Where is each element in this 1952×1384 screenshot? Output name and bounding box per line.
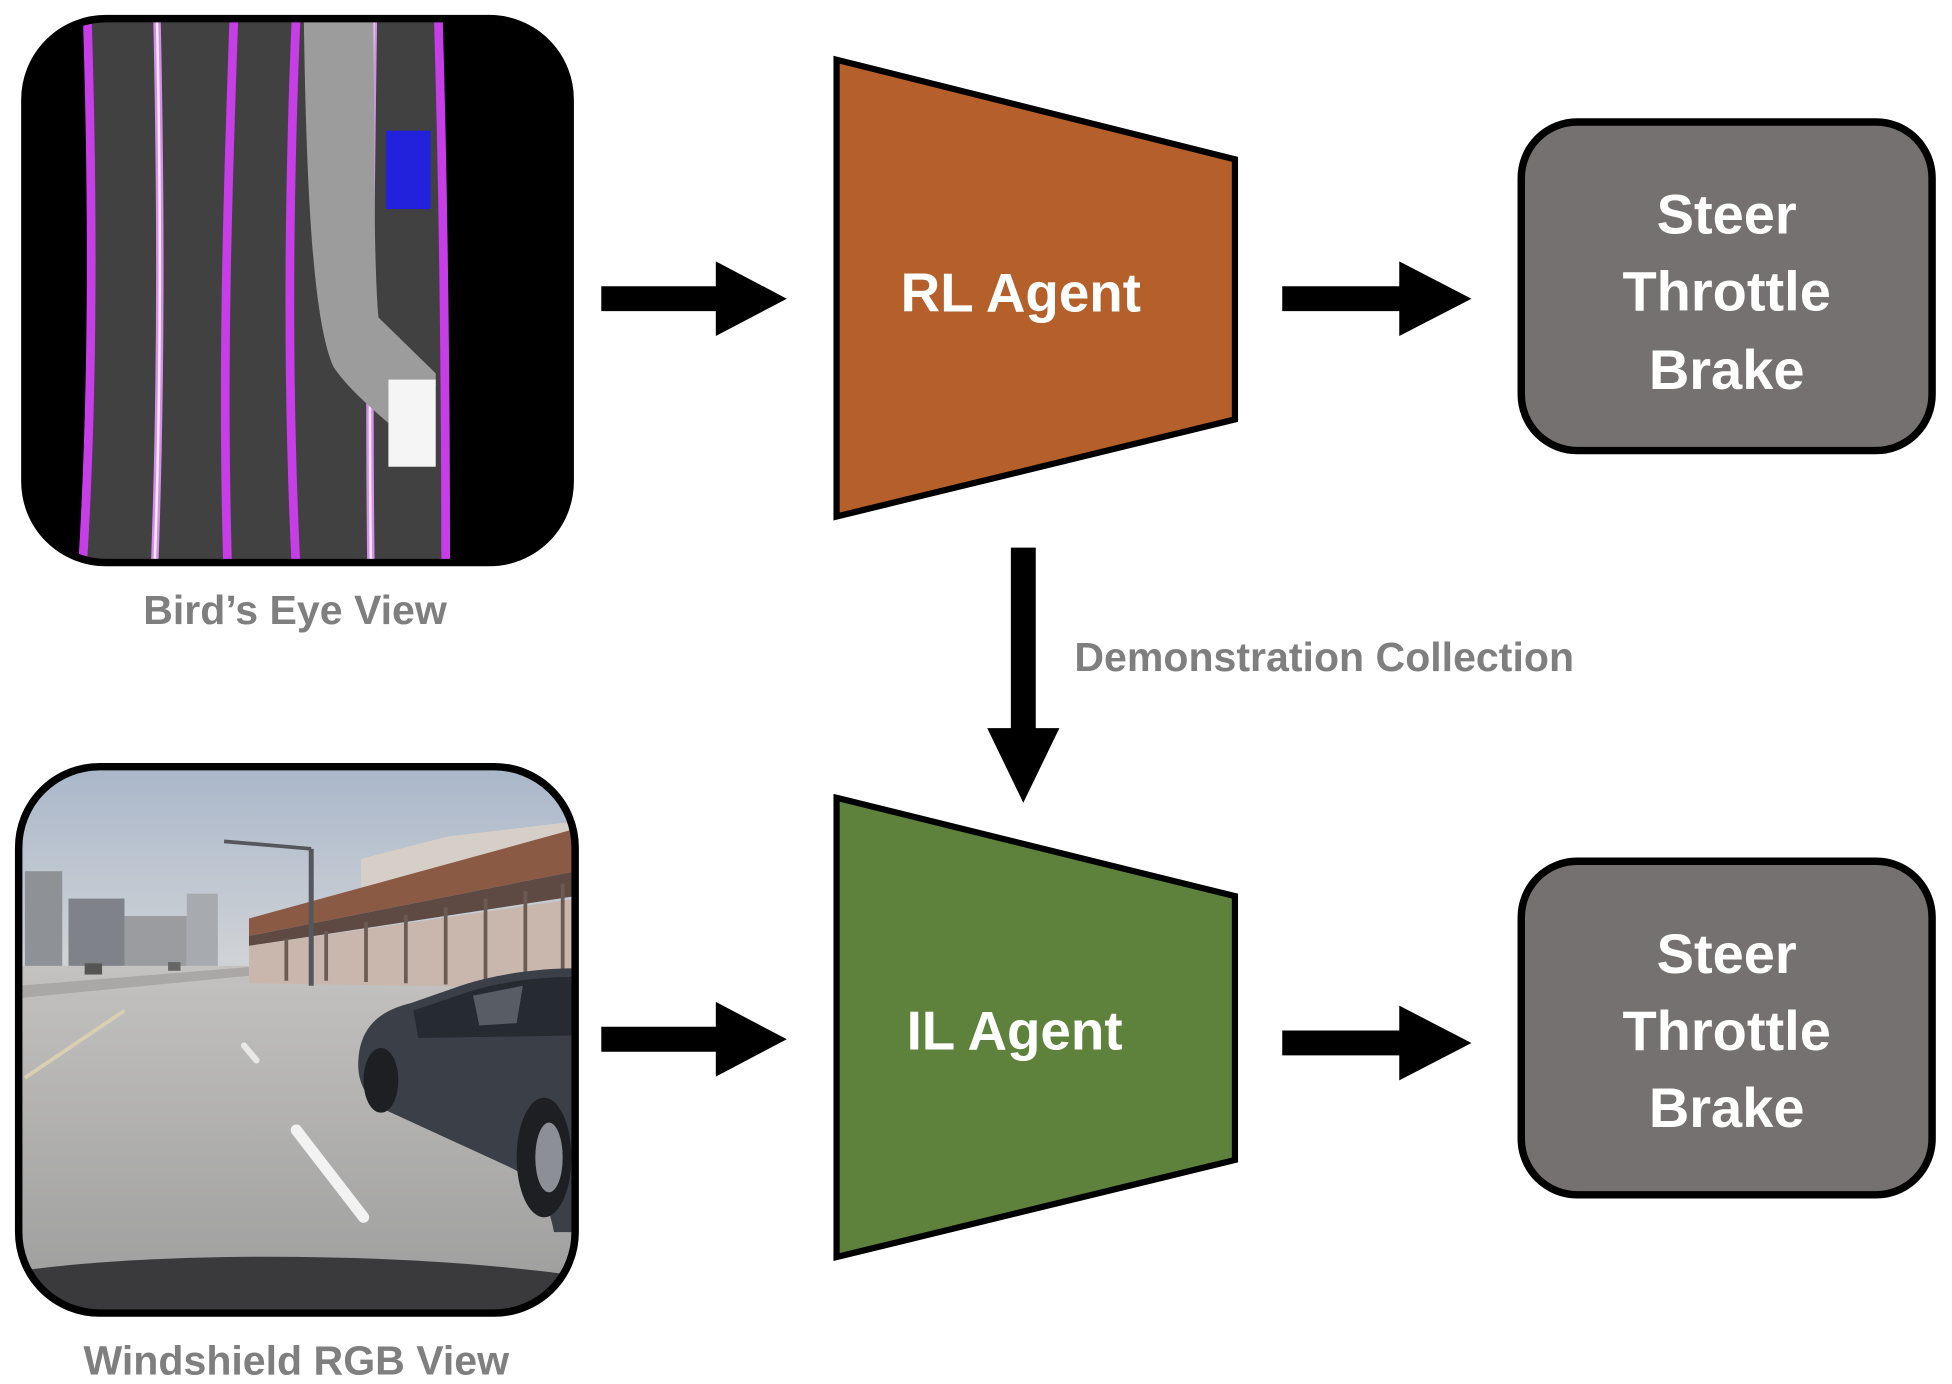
rgb-building [186, 893, 218, 974]
il-brake-label: Brake [1649, 1076, 1805, 1139]
arrow-rl-to-il-agent [987, 547, 1060, 803]
windshield-view-image [18, 766, 576, 1314]
bev-lane-line [77, 18, 96, 563]
rgb-fence [248, 898, 576, 989]
rl-steer-label: Steer [1657, 183, 1797, 246]
il-throttle-label: Throttle [1622, 999, 1830, 1062]
rgb-hood [18, 1256, 576, 1314]
demonstration-collection-label: Demonstration Collection [1074, 634, 1574, 680]
rgb-structure-supports [284, 883, 565, 989]
birds-eye-view-caption: Bird’s Eye View [143, 587, 448, 633]
rgb-distant-car [168, 962, 181, 971]
birds-eye-view-panel [21, 14, 574, 567]
rgb-car-front-wheel [363, 1047, 399, 1113]
arrow-bev-to-rl-agent [601, 261, 787, 337]
rgb-building [24, 871, 63, 974]
arrow-rgb-to-il-agent [601, 1001, 787, 1077]
rgb-car-window-reflection [473, 985, 523, 1026]
bev-blue-marker [385, 130, 431, 210]
rgb-lane-dash [240, 1042, 260, 1064]
bev-road [82, 18, 446, 563]
rgb-elevated-structure-underside [248, 871, 576, 946]
arrow-rl-agent-to-controls [1282, 261, 1472, 337]
rgb-lane-dash [290, 1124, 370, 1223]
rgb-car-rim [535, 1122, 563, 1193]
rgb-elevated-structure [248, 828, 576, 936]
rgb-building [68, 898, 125, 974]
il-steer-label: Steer [1657, 922, 1797, 985]
bev-lane-line [220, 18, 239, 563]
rl-agent-node: RL Agent [833, 55, 1239, 521]
il-controls-node: Steer Throttle Brake [1517, 857, 1936, 1199]
rl-agent-trapezoid [833, 55, 1239, 521]
il-agent-label: IL Agent [907, 1000, 1123, 1062]
il-agent-trapezoid [833, 793, 1239, 1262]
rl-throttle-label: Throttle [1622, 260, 1830, 323]
rl-agent-label: RL Agent [901, 261, 1141, 323]
windshield-view-frame [14, 762, 579, 1317]
rl-controls-box [1517, 118, 1936, 455]
bev-route [303, 18, 436, 424]
rl-brake-label: Brake [1649, 338, 1805, 401]
il-controls-box [1517, 857, 1936, 1199]
windshield-view-panel [14, 762, 579, 1317]
arrow-il-agent-to-controls [1282, 1005, 1472, 1081]
windshield-view-caption: Windshield RGB View [83, 1337, 510, 1383]
il-agent-node: IL Agent [833, 793, 1239, 1262]
bev-lane-line-core [153, 18, 162, 563]
birds-eye-view-frame [21, 14, 574, 567]
rgb-distant-car [84, 963, 103, 975]
rgb-lane-line [23, 1009, 126, 1080]
birds-eye-view-image [24, 18, 571, 563]
bev-lane-line [433, 18, 451, 563]
rgb-sidewalk [18, 967, 249, 999]
bev-white-marker [388, 379, 436, 467]
rgb-streetlight-arm [223, 839, 312, 851]
bev-lane-line [285, 18, 301, 563]
rl-controls-node: Steer Throttle Brake [1517, 118, 1936, 455]
